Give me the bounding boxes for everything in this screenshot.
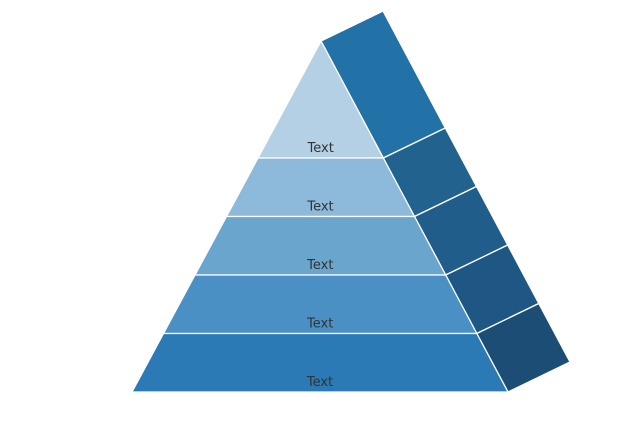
pyramid-level-5-front-face[interactable] [131,332,509,393]
pyramid-level-4-label: Text [306,317,333,332]
pyramid-level-3: Text [194,185,509,276]
pyramid-level-1: Text [257,10,446,159]
pyramid-level-3-label: Text [306,258,333,273]
pyramid-level-5: Text [131,302,571,393]
pyramid-level-2-label: Text [306,200,333,215]
pyramid-level-1-label: Text [307,141,334,156]
pyramid-level-5-label: Text [306,375,333,390]
pyramid-level-2: Text [225,127,478,218]
